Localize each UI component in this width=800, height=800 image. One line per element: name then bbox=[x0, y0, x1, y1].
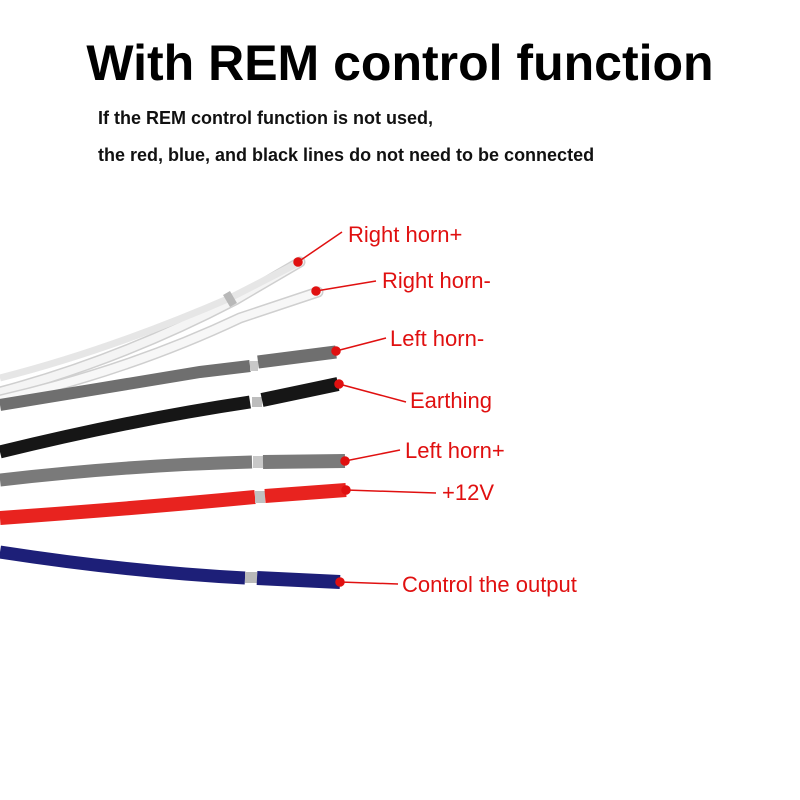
label-earthing: Earthing bbox=[410, 388, 492, 413]
pointer-12v bbox=[345, 489, 437, 494]
dot-earthing bbox=[334, 379, 344, 389]
label-left-horn-plus: Left horn+ bbox=[405, 438, 505, 463]
pointer-earthing bbox=[338, 383, 407, 403]
blue-wire-control bbox=[0, 545, 341, 589]
page-title: With REM control function bbox=[86, 35, 714, 91]
gray-wire-left-plus bbox=[0, 454, 346, 487]
label-right-horn-minus: Right horn- bbox=[382, 268, 491, 293]
dot-left-horn-plus bbox=[340, 456, 350, 466]
label-left-horn-minus: Left horn- bbox=[390, 326, 485, 351]
black-wire-earthing bbox=[0, 377, 340, 459]
red-wire-12v bbox=[0, 483, 347, 525]
label-12v: +12V bbox=[442, 480, 494, 505]
gray-wire-left-minus bbox=[0, 345, 337, 411]
pointer-lines bbox=[293, 231, 437, 587]
dot-control-output bbox=[335, 577, 345, 587]
dot-left-horn-minus bbox=[331, 346, 341, 356]
note-line-1: If the REM control function is not used, bbox=[98, 108, 433, 128]
pointer-left-horn-plus bbox=[344, 449, 401, 462]
label-control-output: Control the output bbox=[402, 572, 577, 597]
note-line-2: the red, blue, and black lines do not ne… bbox=[98, 145, 595, 165]
label-right-horn-plus: Right horn+ bbox=[348, 222, 463, 247]
dot-right-horn-plus bbox=[293, 257, 303, 267]
dot-right-horn-minus bbox=[311, 286, 321, 296]
dot-12v bbox=[341, 485, 351, 495]
pointer-right-horn-plus bbox=[297, 231, 343, 263]
pointer-control-output bbox=[339, 581, 399, 585]
white-wire-bundle bbox=[0, 256, 324, 406]
pointer-left-horn-minus bbox=[335, 337, 387, 352]
pointer-right-horn-minus bbox=[315, 280, 377, 292]
